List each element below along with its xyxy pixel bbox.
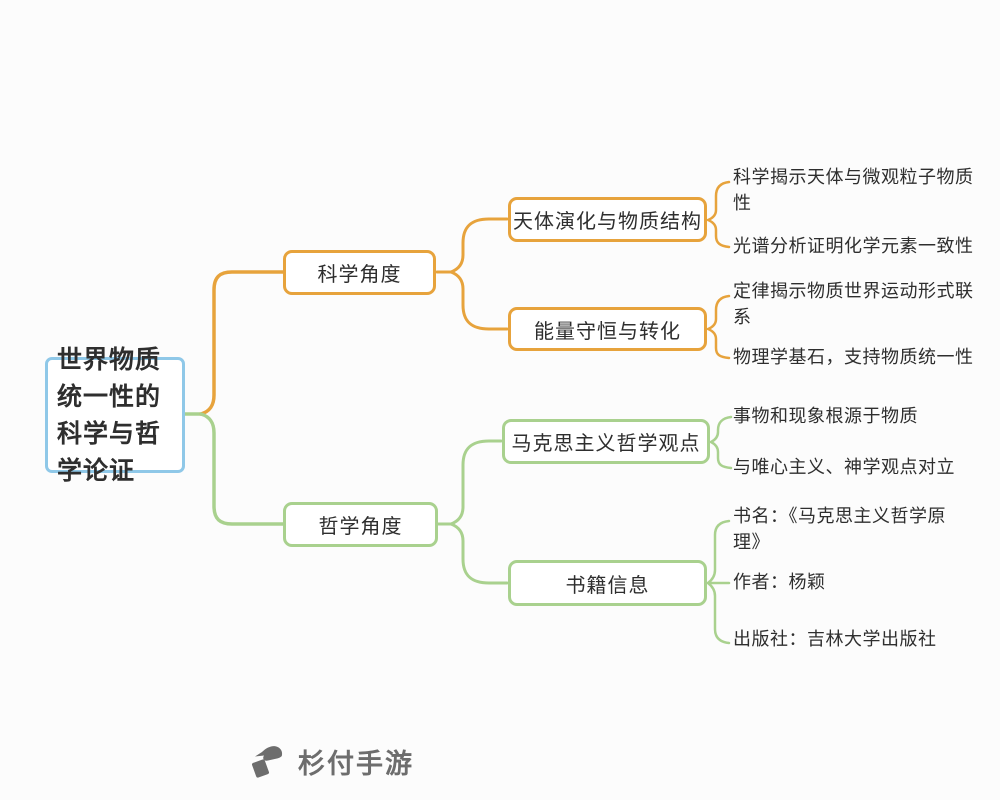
leaf-science-reveals-matter[interactable]: 科学揭示天体与微观粒子物质性: [733, 167, 974, 214]
brace-nengliang-leaves: [706, 294, 731, 360]
connector-philosophy-to-shuji: [449, 522, 509, 585]
watermark: 杉付手游: [248, 740, 414, 782]
root-node[interactable]: 世界物质统一性的科学与哲学论证: [45, 345, 185, 485]
connector-science-to-nengliang: [449, 270, 509, 331]
hand-card-icon: [250, 746, 283, 780]
brace-tianti-leaves: [706, 180, 731, 249]
leaf-book-author[interactable]: 作者：杨颖: [733, 572, 826, 593]
connector-philosophy-to-makesi: [449, 439, 503, 526]
branch-node-philosophy[interactable]: 哲学角度: [283, 502, 438, 547]
node-book-info[interactable]: 书籍信息: [508, 560, 707, 606]
brace-makesi-leaves: [709, 415, 733, 470]
leaf-opposed-to-idealism[interactable]: 与唯心主义、神学观点对立: [733, 457, 955, 478]
connector-root-to-science: [199, 270, 285, 416]
leaf-spectral-analysis[interactable]: 光谱分析证明化学元素一致性: [733, 236, 974, 257]
connector-science-to-tianti: [449, 217, 509, 274]
leaf-things-rooted-in-matter[interactable]: 事物和现象根源于物质: [733, 406, 918, 427]
leaf-book-title[interactable]: 书名：《马克思主义哲学原理》: [733, 506, 946, 553]
leaf-law-reveals-motion[interactable]: 定律揭示物质世界运动形式联系: [733, 281, 974, 328]
leaf-physics-cornerstone[interactable]: 物理学基石，支持物质统一性: [733, 347, 974, 368]
watermark-text: 杉付手游: [298, 748, 414, 780]
leaf-book-publisher[interactable]: 出版社：吉林大学出版社: [733, 629, 937, 650]
connector-root-to-philosophy: [199, 412, 285, 526]
node-energy-conservation[interactable]: 能量守恒与转化: [508, 307, 707, 351]
branch-node-science[interactable]: 科学角度: [283, 250, 436, 295]
node-marxist-philosophy[interactable]: 马克思主义哲学观点: [502, 419, 710, 464]
node-celestial-evolution[interactable]: 天体演化与物质结构: [508, 197, 707, 242]
